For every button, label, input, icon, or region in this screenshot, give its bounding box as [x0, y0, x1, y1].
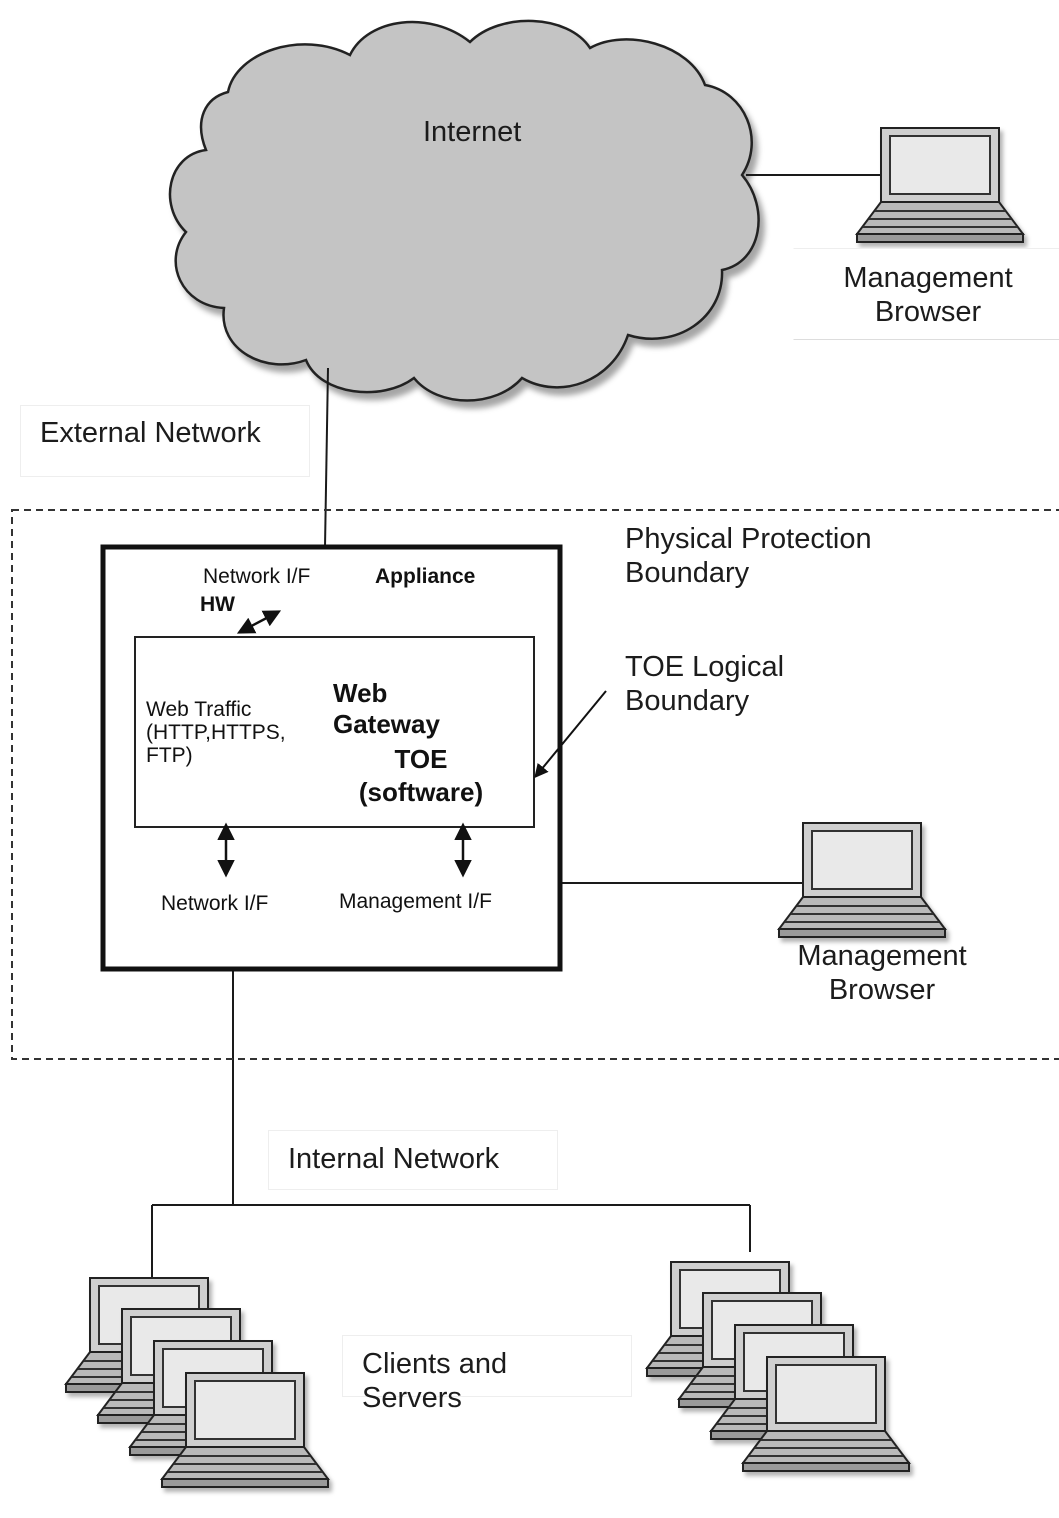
- laptop-icon: [856, 127, 1024, 243]
- label-box-management-top: [793, 248, 1059, 340]
- network-if-top-label: Network I/F: [203, 565, 311, 588]
- label-box-external: [20, 405, 310, 477]
- network-if-bottom-label: Network I/F: [161, 892, 269, 915]
- toe-box: [134, 636, 535, 828]
- laptop-icon: [778, 822, 946, 938]
- pointer-arrow-icon: [534, 690, 607, 779]
- connection-lines: [151, 174, 886, 1278]
- toe-software-label: TOE (software): [358, 744, 484, 808]
- hw-label: HW: [200, 593, 235, 616]
- web-traffic-label: Web Traffic (HTTP,HTTPS, FTP): [146, 698, 286, 768]
- web-gateway-label: Web Gateway: [333, 678, 440, 740]
- label-box-clients: [342, 1335, 632, 1397]
- clients-and-servers-label: Clients and Servers: [362, 1348, 508, 1415]
- management-browser-mid-label: Management Browser: [797, 940, 967, 1007]
- physical-protection-boundary: [11, 509, 1059, 1060]
- external-network-label: External Network: [40, 417, 261, 449]
- physical-protection-boundary-label: Physical Protection Boundary: [625, 523, 872, 590]
- double-arrow-icon: [236, 610, 282, 634]
- management-if-label: Management I/F: [339, 890, 492, 913]
- appliance-label: Appliance: [375, 565, 476, 588]
- laptop-icon: [742, 1356, 910, 1472]
- laptop-icon: [161, 1372, 329, 1488]
- internet-label: Internet: [423, 116, 522, 148]
- internal-network-label: Internal Network: [288, 1143, 500, 1175]
- toe-logical-boundary-label: TOE Logical Boundary: [625, 651, 785, 718]
- cloud-icon: [168, 19, 760, 402]
- label-box-internal: [268, 1130, 558, 1190]
- management-browser-top-label: Management Browser: [843, 262, 1013, 329]
